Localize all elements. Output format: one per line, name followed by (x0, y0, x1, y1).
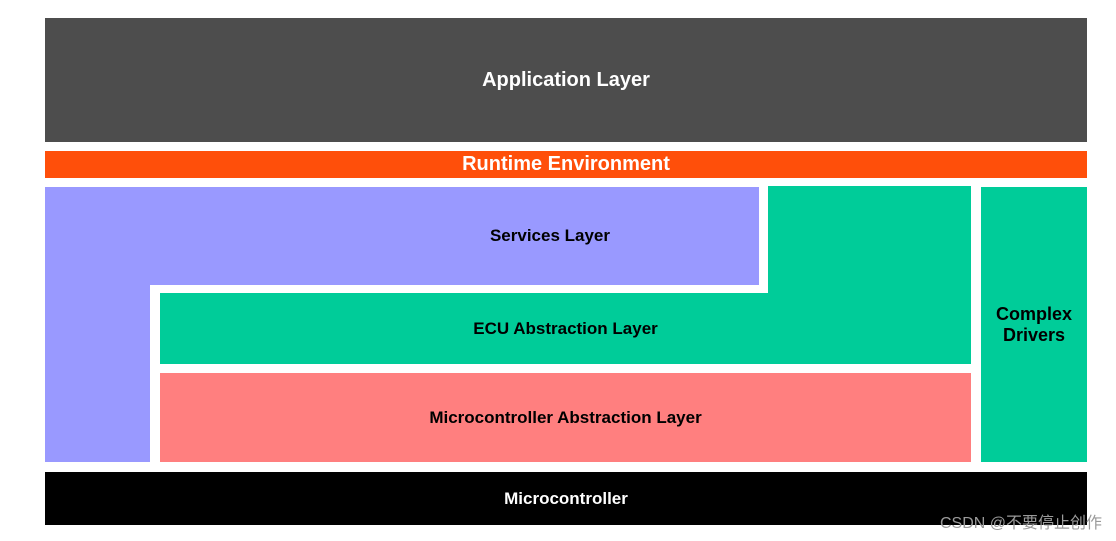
ecu-abstraction-layer-top (768, 186, 971, 293)
complex-drivers-label-line2: Drivers (1002, 324, 1066, 345)
watermark: CSDN @不要停止创作 (939, 515, 1102, 532)
runtime-environment-label: Runtime Environment (462, 153, 670, 175)
complex-drivers-block: Complex Drivers (981, 187, 1087, 462)
services-layer-left (45, 285, 150, 462)
microcontroller-layer: Microcontroller (45, 472, 1087, 525)
ecu-abstraction-layer: ECU Abstraction Layer (160, 293, 971, 364)
application-layer: Application Layer (45, 18, 1087, 142)
services-layer-label: Services Layer (489, 226, 611, 245)
services-layer-label-box: Services Layer (380, 187, 720, 285)
microcontroller-abstraction-layer: Microcontroller Abstraction Layer (160, 373, 971, 462)
ecu-abstraction-label: ECU Abstraction Layer (473, 318, 658, 338)
application-layer-label: Application Layer (482, 68, 650, 91)
microcontroller-abstraction-label: Microcontroller Abstraction Layer (429, 407, 702, 427)
complex-drivers-label-line1: Complex (995, 303, 1073, 324)
services-layer-top (45, 187, 759, 285)
runtime-environment-layer: Runtime Environment (45, 151, 1087, 178)
microcontroller-label: Microcontroller (504, 488, 628, 508)
